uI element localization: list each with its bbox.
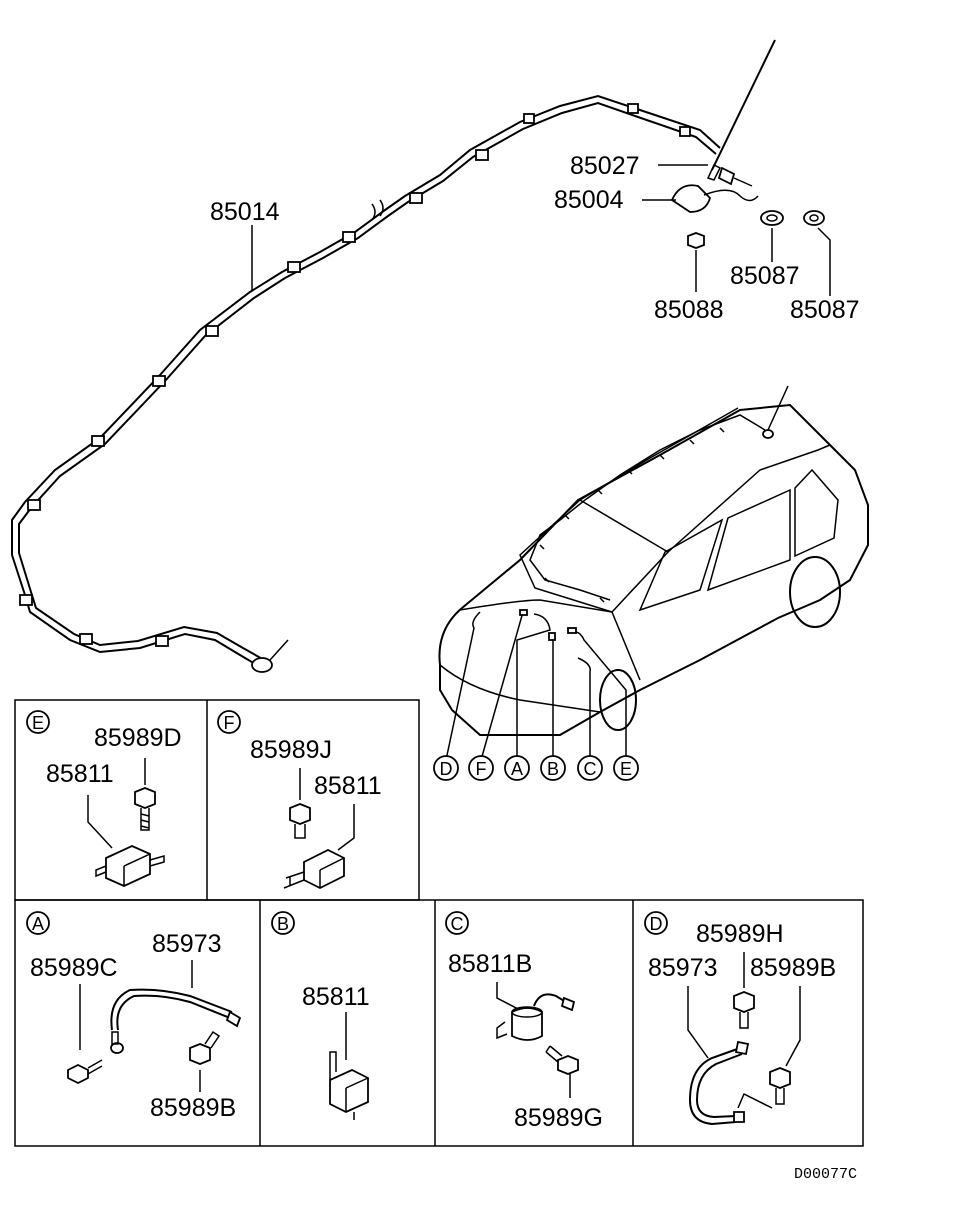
label-85027: 85027 (570, 152, 640, 180)
label-85989D: 85989D (94, 724, 182, 752)
antenna-rod (706, 39, 776, 181)
detail-panel-F: F 85989J 85811 (217, 710, 382, 890)
panel-E-key: E (32, 713, 44, 733)
ground-cable (110, 988, 242, 1054)
noise-filter (95, 845, 165, 887)
antenna-gasket (803, 210, 825, 226)
label-85087-a: 85087 (730, 262, 800, 290)
bolt (289, 803, 311, 839)
svg-text:D: D (440, 759, 453, 779)
detail-panel-D: D 85989H 85973 85989B (644, 911, 836, 1126)
bolt (134, 787, 156, 831)
callout-C: C (577, 755, 603, 781)
harness-clip (27, 499, 41, 511)
label-85014: 85014 (210, 198, 280, 226)
callout-E: E (613, 755, 639, 781)
label-85973-A: 85973 (152, 930, 222, 958)
label-85989B-A: 85989B (150, 1094, 236, 1122)
panel-A-key: A (32, 914, 44, 934)
antenna-base (670, 166, 759, 213)
roof-antenna-harness (11, 94, 721, 673)
svg-text:A: A (511, 759, 523, 779)
label-85004: 85004 (554, 186, 624, 214)
harness-end-connector (251, 639, 289, 673)
harness-clip (342, 231, 356, 243)
svg-text:E: E (620, 759, 632, 779)
label-85087-b: 85087 (790, 296, 860, 324)
callout-A: A (504, 755, 530, 781)
label-85811-F: 85811 (314, 772, 382, 800)
detail-panel-B: B 85811 (271, 911, 370, 1120)
detail-panel-E: E 85989D 85811 (26, 710, 182, 887)
label-85989H: 85989H (696, 920, 784, 948)
antenna-gasket (760, 210, 784, 226)
panel-C-key: C (451, 914, 464, 934)
harness-clip (475, 149, 489, 161)
detail-panel-A: A 85973 85989C 85989B (26, 911, 242, 1122)
condenser (496, 993, 576, 1041)
harness-clip (155, 635, 169, 647)
label-85811-E: 85811 (46, 760, 114, 788)
label-85989J: 85989J (250, 736, 332, 764)
label-85989B-D: 85989B (750, 954, 836, 982)
noise-filter-mark (567, 627, 577, 634)
label-85088: 85088 (654, 296, 724, 324)
noise-filter-mark (548, 632, 556, 641)
bolt (189, 1030, 221, 1065)
label-85811-B: 85811 (302, 983, 370, 1011)
panel-F-key: F (224, 713, 235, 733)
harness-clip (79, 633, 93, 645)
bolt (733, 991, 755, 1029)
ground-cable (688, 1040, 750, 1126)
bolt (545, 1045, 579, 1075)
label-85811B: 85811B (448, 950, 532, 978)
panel-D-key: D (650, 914, 663, 934)
panel-B-key: B (277, 914, 289, 934)
bolt (737, 1067, 791, 1109)
vehicle-outline (438, 385, 869, 736)
svg-text:C: C (584, 759, 597, 779)
svg-text:F: F (476, 759, 487, 779)
harness-clip (679, 126, 691, 137)
noise-filter (283, 848, 345, 890)
harness-clip (152, 375, 166, 387)
bolt (67, 1059, 103, 1085)
harness-clip (409, 192, 423, 204)
harness-clip (205, 325, 219, 337)
antenna-nut (687, 232, 705, 249)
callout-D: D (433, 755, 459, 781)
callout-B: B (540, 755, 566, 781)
callout-F: F (468, 755, 494, 781)
harness-clip (287, 261, 301, 273)
harness-clip (91, 435, 105, 447)
svg-text:B: B (547, 759, 559, 779)
detail-panel-C: C 85811B 85989G (445, 911, 603, 1132)
detail-frame-top (14, 699, 420, 901)
harness-clip (523, 113, 535, 124)
harness-clip (19, 594, 33, 606)
noise-filter-mark (519, 609, 528, 616)
label-85989G: 85989G (514, 1104, 603, 1132)
label-85973-D: 85973 (648, 954, 718, 982)
detail-frame-bottom (14, 899, 864, 1147)
drawing-code: D00077C (794, 1166, 857, 1183)
noise-filter (329, 1051, 369, 1120)
harness-clip (627, 103, 639, 114)
label-85989C: 85989C (30, 954, 118, 982)
